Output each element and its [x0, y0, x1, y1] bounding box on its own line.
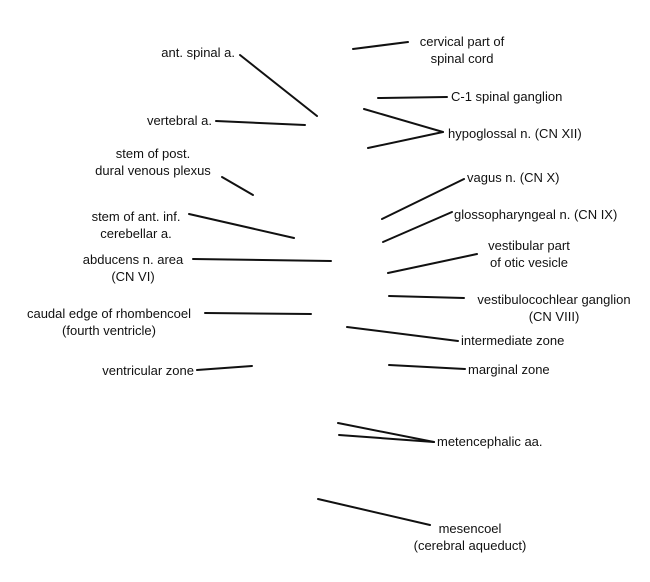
leader-hypoglossal-n-upper [363, 108, 444, 133]
leader-metencephalic-aa-upper [337, 422, 435, 443]
label-caudal-edge-rhombencoel: caudal edge of rhombencoel (fourth ventr… [13, 305, 205, 339]
label-line: spinal cord [430, 51, 494, 66]
leader-ventricular-zone [196, 365, 253, 371]
label-line: vagus n. (CN X) [467, 170, 560, 185]
label-line: (fourth ventricle) [62, 323, 156, 338]
leader-metencephalic-aa-lower [338, 434, 435, 443]
leader-marginal-zone [388, 364, 466, 370]
leader-glossopharyngeal-n [382, 211, 453, 243]
label-metencephalic-aa: metencephalic aa. [437, 433, 543, 450]
leader-hypoglossal-n-lower [367, 131, 444, 149]
leader-cervical-spinal-cord [352, 41, 409, 50]
label-line: vertebral a. [146, 113, 212, 128]
label-vertebral-a: vertebral a. [147, 112, 212, 129]
label-line: dural venous plexus [95, 163, 211, 178]
label-c1-spinal-ganglion: C-1 spinal ganglion [451, 88, 562, 105]
label-line: cerebellar a. [100, 226, 172, 241]
label-marginal-zone: marginal zone [468, 361, 550, 378]
label-vestibulocochlear-ganglion: vestibulocochlear ganglion (CN VIII) [466, 291, 642, 325]
leader-mesencoel [317, 498, 431, 526]
label-line: (cerebral aqueduct) [413, 538, 527, 553]
leader-abducens-n-area [192, 258, 332, 262]
label-line: abducens n. area [82, 252, 184, 267]
label-mesencoel: mesencoel (cerebral aqueduct) [405, 520, 535, 554]
leader-vestibulocochlear-ganglion [388, 295, 465, 299]
label-line: cervical part of [419, 34, 505, 49]
label-line: vestibulocochlear ganglion [477, 292, 631, 307]
label-line: of otic vesicle [489, 255, 569, 270]
leader-ant-spinal-a [239, 54, 318, 117]
label-line: mesencoel [438, 521, 502, 536]
label-stem-post-dural-venous-plexus: stem of post. dural venous plexus [86, 145, 220, 179]
leader-vestibular-otic-vesicle [387, 253, 478, 274]
label-line: marginal zone [468, 362, 550, 377]
label-cervical-spinal-cord: cervical part of spinal cord [408, 33, 516, 67]
label-vagus-n: vagus n. (CN X) [467, 169, 559, 186]
label-line: ventricular zone [102, 363, 194, 378]
label-ant-spinal-a: ant. spinal a. [161, 44, 235, 61]
leader-vertebral-a [215, 120, 306, 126]
label-line: (CN VI) [111, 269, 155, 284]
label-line: stem of ant. inf. [91, 209, 181, 224]
label-line: stem of post. [115, 146, 191, 161]
label-line: ant. spinal a. [161, 45, 235, 60]
label-ventricular-zone: ventricular zone [102, 362, 194, 379]
label-hypoglossal-n: hypoglossal n. (CN XII) [448, 125, 582, 142]
label-line: glossopharyngeal n. (CN IX) [454, 207, 618, 222]
leader-stem-ant-inf-cerebellar-a [188, 213, 295, 239]
label-line: vestibular part [488, 238, 570, 253]
label-intermediate-zone: intermediate zone [461, 332, 564, 349]
leader-caudal-edge-rhombencoel [204, 312, 312, 315]
label-vestibular-otic-vesicle: vestibular part of otic vesicle [477, 237, 581, 271]
leader-stem-post-dural-venous-plexus [221, 176, 254, 196]
label-stem-ant-inf-cerebellar-a: stem of ant. inf. cerebellar a. [80, 208, 192, 242]
label-glossopharyngeal-n: glossopharyngeal n. (CN IX) [454, 206, 617, 223]
leader-intermediate-zone [346, 326, 459, 342]
leader-c1-spinal-ganglion [377, 96, 448, 99]
label-line: hypoglossal n. (CN XII) [448, 126, 582, 141]
leader-vagus-n [381, 178, 465, 220]
label-line: metencephalic aa. [437, 434, 543, 449]
label-line: caudal edge of rhombencoel [26, 306, 192, 321]
label-line: intermediate zone [461, 333, 565, 348]
label-line: (CN VIII) [528, 309, 580, 324]
label-abducens-n-area: abducens n. area (CN VI) [72, 251, 194, 285]
label-line: C-1 spinal ganglion [451, 89, 563, 104]
